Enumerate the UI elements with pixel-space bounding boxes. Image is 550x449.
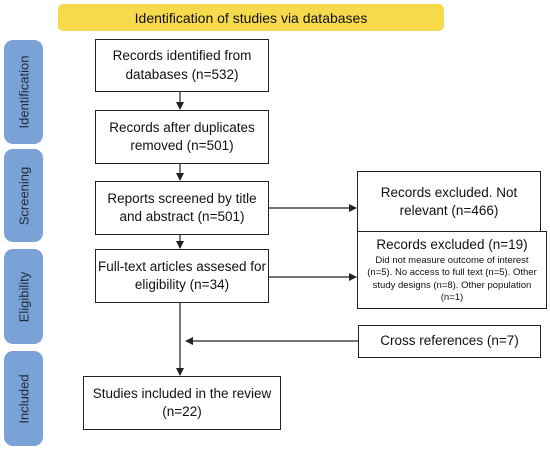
box-records-identified-text: Records identified from databases (n=532… bbox=[112, 48, 252, 82]
box-excluded-reasons: Records excluded (n=19) Did not measure … bbox=[357, 231, 547, 309]
box-excluded-reasons-title: Records excluded (n=19) bbox=[376, 236, 528, 252]
box-included: Studies included in the review (n=22) bbox=[83, 376, 281, 430]
stage-identification: Identification bbox=[4, 40, 43, 144]
box-excluded-reasons-detail: Did not measure outcome of interest (n=5… bbox=[367, 255, 537, 304]
diagram-header: Identification of studies via databases bbox=[58, 4, 444, 31]
box-records-identified: Records identified from databases (n=532… bbox=[95, 39, 269, 92]
box-excluded-not-relevant-text: Records excluded. Not relevant (n=466) bbox=[380, 184, 518, 218]
box-cross-references-text: Cross references (n=7) bbox=[380, 333, 519, 349]
box-screened-text: Reports screened by title and abstract (… bbox=[107, 190, 257, 224]
box-after-duplicates-text: Records after duplicates removed (n=501) bbox=[109, 119, 255, 153]
box-excluded-not-relevant: Records excluded. Not relevant (n=466) bbox=[357, 171, 541, 233]
box-after-duplicates: Records after duplicates removed (n=501) bbox=[95, 110, 269, 164]
box-fulltext-text: Full-text articles assesed for eligibili… bbox=[97, 258, 267, 292]
box-cross-references: Cross references (n=7) bbox=[358, 325, 541, 358]
box-screened: Reports screened by title and abstract (… bbox=[95, 181, 269, 235]
stage-eligibility: Eligibility bbox=[4, 249, 43, 344]
stage-included: Included bbox=[4, 351, 43, 446]
box-fulltext: Full-text articles assesed for eligibili… bbox=[95, 249, 269, 303]
stage-screening: Screening bbox=[4, 149, 43, 242]
box-included-text: Studies included in the review (n=22) bbox=[92, 385, 272, 419]
header-text: Identification of studies via databases bbox=[134, 9, 368, 26]
